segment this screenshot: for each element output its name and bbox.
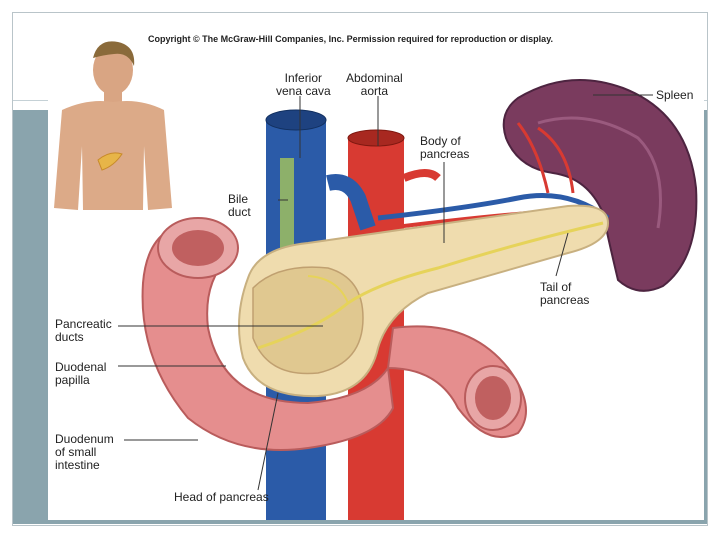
label-duodenum: Duodenum of small intestine bbox=[55, 432, 114, 472]
label-duodenal-papilla: Duodenal papilla bbox=[55, 360, 107, 387]
pancreas-head-shape bbox=[252, 266, 364, 375]
pancreatic-duct-main bbox=[257, 221, 604, 350]
duodenum-shape bbox=[141, 221, 395, 451]
slide-frame bbox=[12, 12, 708, 526]
label-body-of-pancreas: Body of pancreas bbox=[420, 134, 470, 161]
copyright-notice: Copyright © The McGraw-Hill Companies, I… bbox=[148, 34, 554, 44]
label-tail-of-pancreas: Tail of pancreas bbox=[540, 280, 590, 307]
human-figure-icon bbox=[54, 41, 172, 210]
label-inferior-vena-cava: Inferior vena cava bbox=[276, 71, 331, 98]
pancreas-figure bbox=[48, 28, 704, 520]
label-bile-duct: Bile duct bbox=[228, 192, 251, 219]
label-spleen: Spleen bbox=[656, 88, 694, 102]
bile-duct-shape bbox=[280, 158, 294, 268]
leader-lines bbox=[118, 94, 653, 491]
label-pancreatic-ducts: Pancreatic ducts bbox=[55, 317, 112, 344]
label-head-of-pancreas: Head of pancreas bbox=[174, 490, 269, 504]
label-abdominal-aorta: Abdominal aorta bbox=[346, 71, 403, 98]
anatomy-illustration bbox=[54, 41, 698, 520]
slide-band-left bbox=[13, 110, 49, 520]
